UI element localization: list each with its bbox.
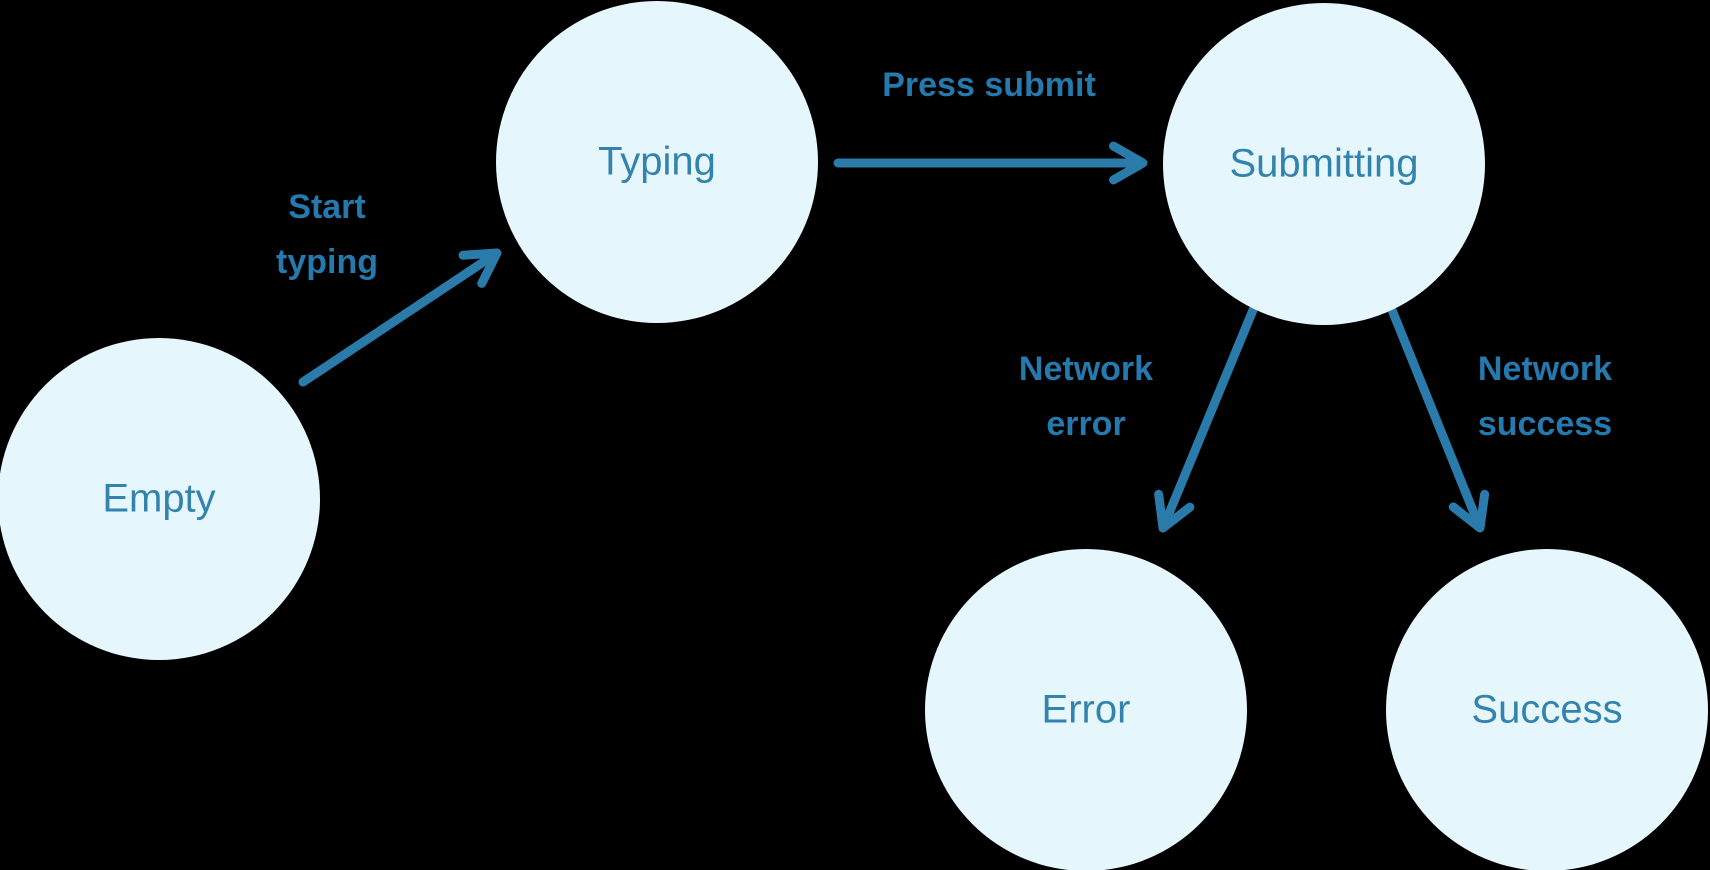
arrowhead-icon [458,248,502,288]
state-node-label: Success [1471,688,1622,732]
state-node-circle[interactable] [925,549,1247,870]
arrowhead-icon [1108,141,1148,185]
edge-label-submitting-to-error: Network error [1019,350,1153,443]
arrowhead-icon [1154,489,1195,533]
state-node-label: Error [1042,688,1131,732]
edge-empty-to-typing [298,248,502,387]
state-node-empty[interactable]: Empty [0,338,320,660]
edges-layer [298,141,1490,533]
edge-line [1387,305,1481,524]
state-node-circle[interactable] [0,338,320,660]
edge-label-line: Press submit [882,66,1096,104]
edge-label-line: success [1478,405,1612,443]
edge-label-typing-to-submitting: Press submit [882,66,1096,104]
edge-label-line: error [1046,405,1125,443]
edge-label-line: Start [288,188,365,226]
arrowhead-icon [1448,489,1490,533]
state-node-error[interactable]: Error [925,549,1247,870]
state-node-label: Typing [598,140,716,184]
edge-line [298,254,494,387]
state-node-submitting[interactable]: Submitting [1163,3,1485,325]
state-node-circle[interactable] [1163,3,1485,325]
edge-line [1162,305,1258,524]
edge-label-line: Network [1019,350,1153,388]
edge-label-line: Network [1478,350,1612,388]
state-node-success[interactable]: Success [1386,549,1708,870]
state-node-label: Submitting [1230,142,1419,186]
edge-typing-to-submitting [833,141,1148,185]
edge-label-submitting-to-success: Network success [1478,350,1612,443]
state-node-circle[interactable] [1386,549,1708,870]
edge-submitting-to-success [1387,305,1490,533]
edge-label-empty-to-typing: Start typing [276,188,378,281]
state-node-label: Empty [102,477,215,521]
edge-submitting-to-error [1154,305,1258,533]
state-node-typing[interactable]: Typing [496,1,818,323]
state-node-circle[interactable] [496,1,818,323]
edge-label-line: typing [276,243,378,281]
